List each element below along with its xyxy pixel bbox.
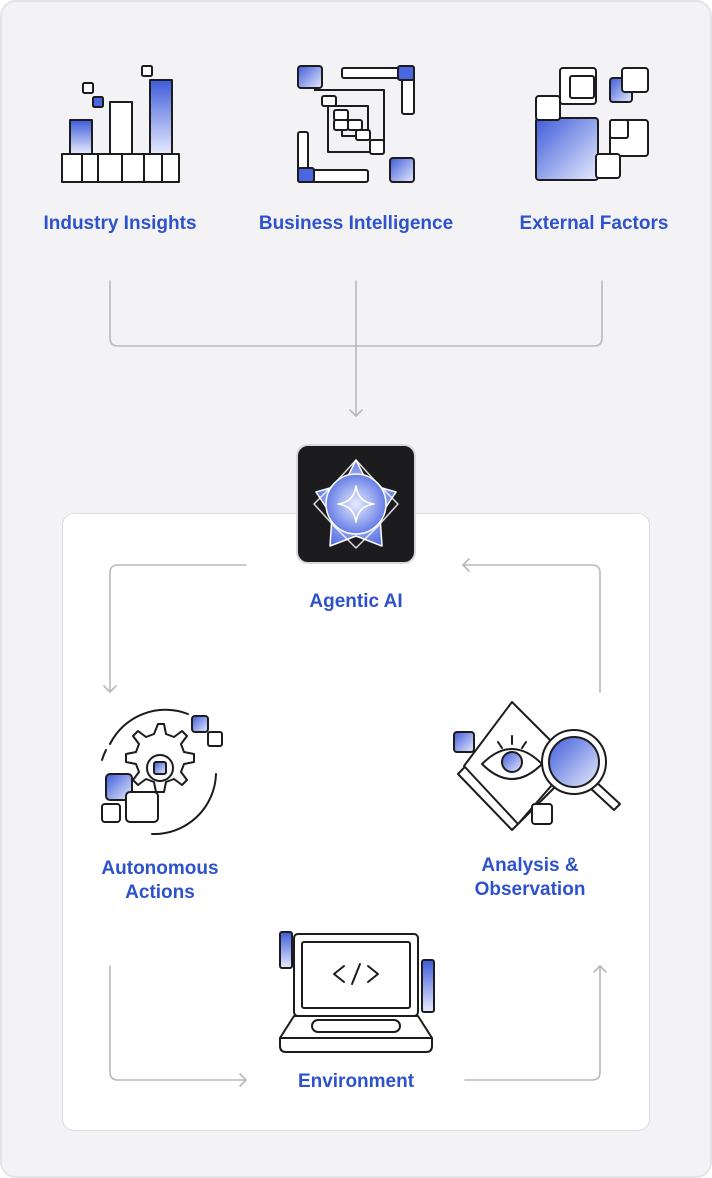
actions-label-line1: Autonomous [101,858,219,879]
source-label-external: External Factors [519,213,669,234]
stacked-squares-icon [535,67,649,181]
magnifier-icon [453,701,621,831]
actions-label-line2: Actions [125,882,195,903]
ai-to-actions-connector [109,564,247,693]
down-arrow-icon [349,409,363,417]
right-arrow-icon [239,1073,247,1087]
source-label-industry: Industry Insights [43,213,197,234]
actions-to-env-connector [109,965,247,1081]
left-arrow-icon [462,558,470,572]
agentic-ai-tile [296,444,416,564]
environment-label: Environment [297,1071,415,1092]
analysis-label-line1: Analysis & [481,855,579,876]
bar-chart-icon [61,65,180,183]
env-to-analysis-connector [464,965,601,1081]
down-arrow-icon-2 [103,685,117,693]
laptop-code-icon [279,931,435,1053]
maze-blocks-icon [297,65,415,183]
up-arrow-icon [593,965,607,973]
source-label-business: Business Intelligence [258,213,454,234]
gear-icon [101,708,223,836]
core-label: Agentic AI [309,591,403,612]
analysis-label-line2: Observation [474,879,586,900]
analysis-to-ai-connector [462,564,601,693]
sparkle-star-icon [313,459,399,549]
